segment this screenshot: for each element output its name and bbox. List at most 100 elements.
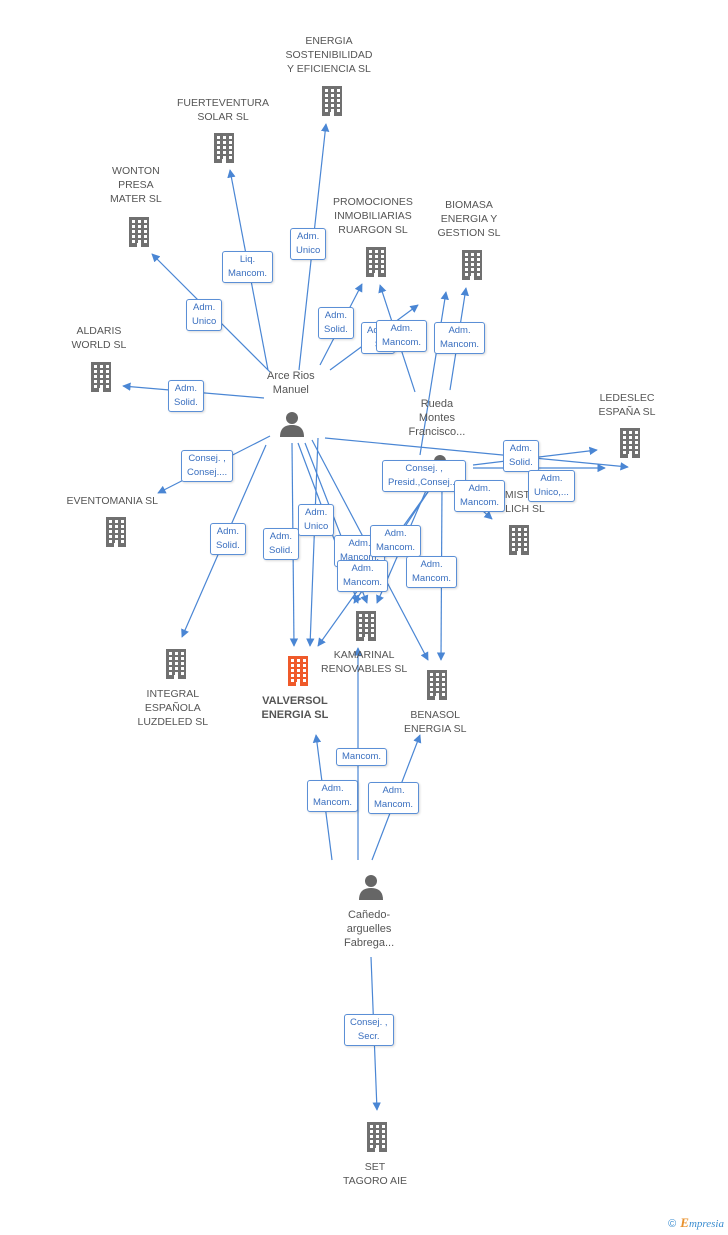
node-label-line: SOSTENIBILIDAD — [285, 49, 373, 61]
relation-label[interactable]: Adm.Unico — [290, 228, 327, 260]
main-company-building-icon[interactable] — [285, 655, 311, 692]
building-icon[interactable] — [459, 249, 485, 286]
building-icon[interactable] — [617, 427, 643, 464]
node-label-line: INMOBILIARIAS — [334, 210, 412, 222]
relation-label[interactable]: Adm.Mancom. — [434, 322, 486, 354]
node-label-line: GESTION SL — [437, 227, 501, 239]
node-label-line: Manuel — [272, 384, 309, 396]
relation-label-line: Solid. — [269, 545, 293, 556]
relation-label[interactable]: Adm.Solid. — [210, 523, 246, 555]
building-icon[interactable] — [353, 610, 379, 647]
relation-arrow — [419, 291, 449, 456]
relation-label-line: Solid. — [174, 397, 198, 408]
building-icon[interactable] — [103, 516, 129, 553]
relation-label-line: Consej.... — [187, 467, 228, 478]
building-icon[interactable] — [363, 246, 389, 283]
relation-label[interactable]: Mancom. — [336, 748, 388, 766]
relation-label-line: Presid.,Consej.... — [388, 477, 461, 488]
node-label-line: TAGORO AIE — [343, 1175, 407, 1187]
relation-label[interactable]: Adm.Solid. — [263, 528, 299, 560]
node-label-line: MATER SL — [110, 193, 162, 205]
relation-label-line: Mancom. — [382, 337, 422, 348]
node-label-line: LEDESLEC — [599, 392, 655, 404]
relation-label-line: Mancom. — [313, 797, 353, 808]
building-icon[interactable] — [424, 669, 450, 706]
relation-label[interactable]: Adm.Mancom. — [376, 320, 428, 352]
relation-label-line: Unico — [304, 521, 329, 532]
relation-label[interactable]: Adm. Solid. — [168, 380, 204, 412]
building-icon[interactable] — [88, 361, 114, 398]
relation-label[interactable]: Consej. ,Presid.,Consej.... — [382, 460, 467, 492]
person-icon[interactable] — [357, 873, 385, 906]
relation-label-line: Solid. — [509, 457, 533, 468]
relation-label-line: Mancom. — [228, 268, 268, 279]
node-label-line: RUARGON SL — [338, 224, 408, 236]
relation-label[interactable]: Adm.Mancom. — [368, 782, 420, 814]
building-icon[interactable] — [211, 132, 237, 169]
relation-label[interactable]: Adm.Mancom. — [454, 480, 506, 512]
relation-label[interactable]: Consej. , Secr. — [344, 1014, 394, 1046]
node-label-line: RENOVABLES SL — [321, 663, 408, 675]
relation-label[interactable]: Consej. , Consej.... — [181, 450, 234, 482]
node-label-line: Y EFICIENCIA SL — [287, 63, 371, 75]
brand-initial: E — [680, 1215, 689, 1230]
relation-label[interactable]: Adm.Unico,... — [528, 470, 575, 502]
node-label-line: Rueda — [420, 398, 454, 410]
relation-label[interactable]: Adm.Mancom. — [307, 780, 359, 812]
building-icon[interactable] — [364, 1121, 390, 1158]
relation-label-line: Consej. , — [350, 1017, 388, 1028]
relation-label[interactable]: Liq.Mancom. — [222, 251, 274, 283]
building-icon[interactable] — [319, 85, 345, 122]
relation-label-line: Adm. — [420, 559, 443, 570]
building-icon[interactable] — [126, 216, 152, 253]
relation-label[interactable]: Adm.Mancom. — [337, 560, 389, 592]
relation-label[interactable]: Adm. Solid. — [318, 307, 354, 339]
node-label-line: ENERGIA — [305, 35, 353, 47]
relation-label-line: Adm. — [193, 302, 216, 313]
node-label-line: Montes — [418, 412, 455, 424]
relation-label[interactable]: Adm. Unico — [186, 299, 223, 331]
relation-label-line: Adm. — [305, 507, 328, 518]
building-icon[interactable] — [506, 524, 532, 561]
node-label-eventomania[interactable]: EVENTOMANIA SL — [67, 494, 158, 508]
brand-name: mpresia — [688, 1218, 724, 1230]
relation-label-line: Mancom. — [460, 497, 500, 508]
relation-label-line: Adm. — [540, 473, 563, 484]
node-label-aldaris[interactable]: ALDARIS WORLD SL — [72, 324, 127, 352]
relation-label-line: Secr. — [357, 1031, 380, 1042]
node-label-line: WONTON — [112, 165, 160, 177]
node-label-line: Fabrega... — [344, 937, 395, 949]
relation-label-line: Adm. — [324, 310, 347, 321]
person-icon[interactable] — [278, 410, 306, 443]
relation-label-line: Unico — [192, 316, 217, 327]
relation-label[interactable]: Adm.Mancom. — [370, 525, 422, 557]
relation-label[interactable]: Adm. Solid. — [503, 440, 539, 472]
relation-label-line: Adm. — [216, 526, 239, 537]
node-label-line: ALDARIS — [76, 325, 122, 337]
node-label-energia[interactable]: ENERGIA SOSTENIBILIDAD Y EFICIENCIA SL — [286, 34, 373, 76]
relation-label-line: Solid. — [324, 324, 348, 335]
relation-label-line: Adm. — [382, 785, 405, 796]
relation-label-line: Mancom. — [440, 339, 480, 350]
node-label-line: WORLD SL — [71, 339, 127, 351]
relation-label-line: Adm. — [174, 383, 197, 394]
node-label-line: PRESA — [118, 179, 154, 191]
relation-label[interactable]: Adm. Unico — [298, 504, 335, 536]
relation-label-line: Consej. , — [188, 453, 226, 464]
relation-label-line: Adm. — [509, 443, 532, 454]
relation-label[interactable]: Adm.Mancom. — [406, 556, 458, 588]
building-icon[interactable] — [163, 648, 189, 685]
node-label-wonton[interactable]: WONTON PRESA MATER SL — [110, 164, 162, 206]
